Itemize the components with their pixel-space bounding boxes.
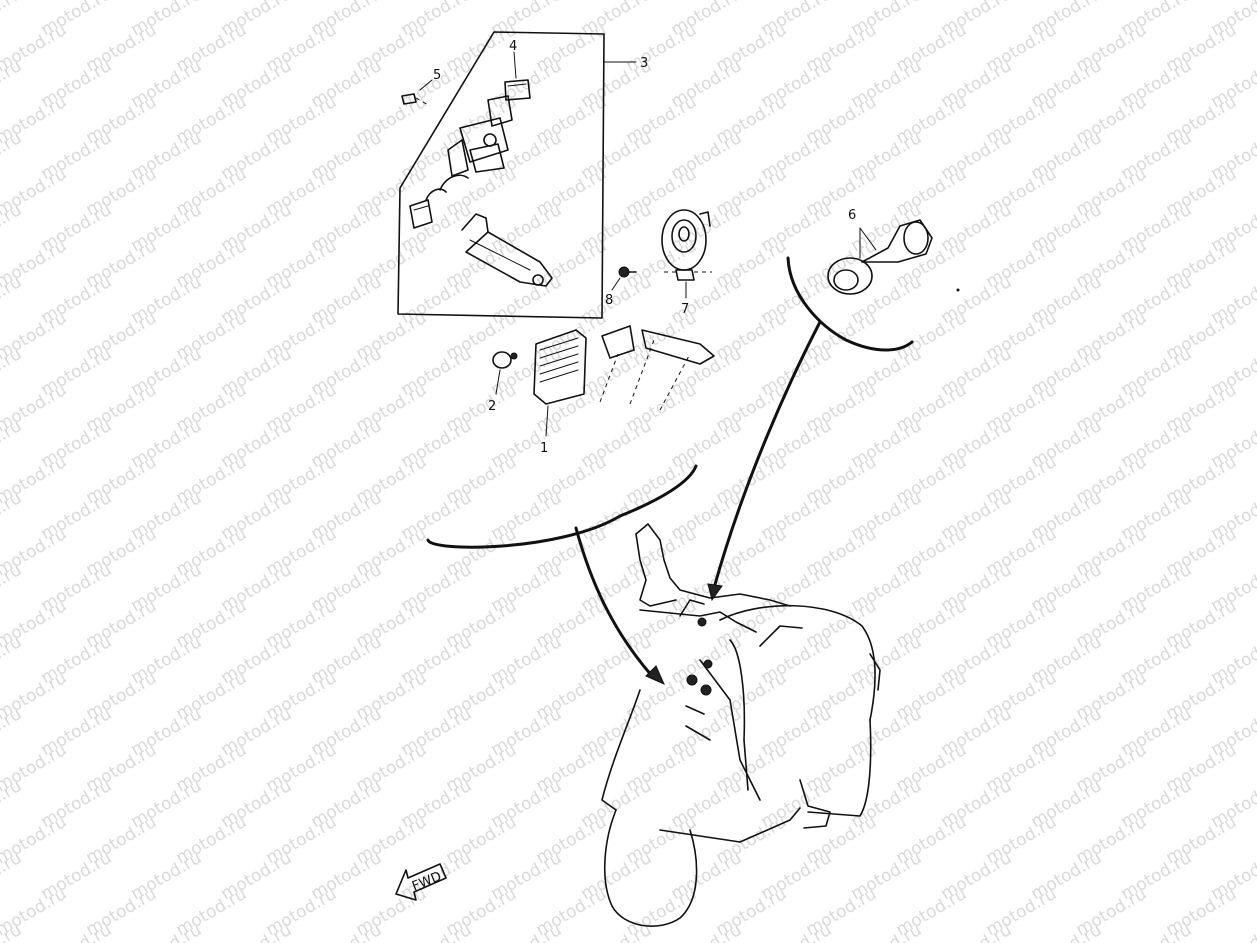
part-6-group: 6: [827, 208, 933, 295]
main-switch-kit-group: 3 4 5: [397, 31, 648, 319]
pointer-arcs: [426, 256, 914, 685]
regulator-group: 1 2: [488, 325, 715, 456]
watermark-text: motod.ru: [1208, 920, 1257, 943]
watermark-text: motod.ru: [1028, 920, 1106, 943]
watermark-text: motod.ru: [578, 920, 656, 943]
horn-group: 7 8: [605, 209, 712, 317]
watermark-text: motod.ru: [848, 920, 926, 943]
watermark-text: motod.ru: [38, 920, 116, 943]
watermark-text: motod.ru: [128, 920, 206, 943]
callout-2: 2: [488, 399, 496, 414]
watermark-text: motod.ru: [398, 920, 476, 943]
watermark-text: motod.ru: [668, 920, 746, 943]
callout-3: 3: [640, 56, 648, 71]
watermark-text: motod.ru: [488, 920, 566, 943]
callout-1: 1: [540, 441, 548, 456]
scooter-outline: [601, 523, 881, 927]
callout-8: 8: [605, 293, 613, 308]
watermark-text: motod.ru: [1118, 920, 1196, 943]
callout-4: 4: [509, 39, 517, 54]
watermark-text: motod.ru: [218, 920, 296, 943]
callout-5: 5: [433, 68, 441, 83]
callout-6: 6: [848, 208, 856, 223]
callout-7: 7: [681, 302, 689, 317]
watermark-text: motod.ru: [938, 920, 1016, 943]
watermark-text: motod.ru: [0, 0, 25, 40]
watermark-text: motod.ru: [308, 920, 386, 943]
watermark-text: motod.ru: [758, 920, 836, 943]
